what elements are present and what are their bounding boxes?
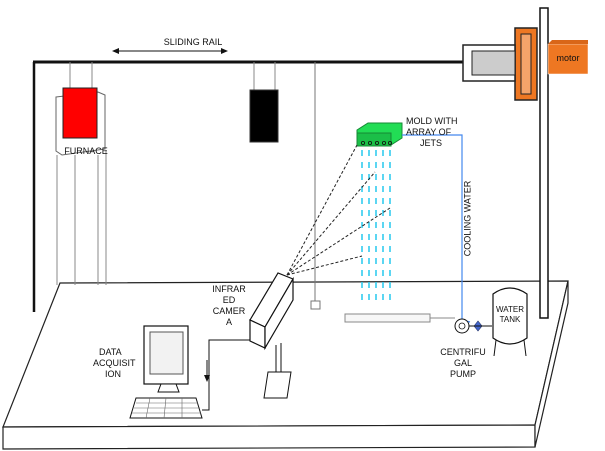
infrared-camera (249, 272, 294, 399)
data-acquisition-label: DATA ACQUISIT ION (93, 347, 143, 380)
infrared-camera-label-line-2: ED (222, 295, 236, 305)
camera-sight-lines (286, 144, 391, 276)
data-acquisition-label-line-3: ION (105, 369, 122, 379)
water-jets (361, 150, 391, 305)
furnace-block (62, 87, 98, 139)
centrifugal-pump-label: CENTRIFU GAL PUMP (440, 347, 486, 380)
hanging-black-block (249, 62, 279, 143)
centrifugal-pump-label-line-2: GAL (453, 358, 472, 368)
data-acquisition-label-line-2: ACQUISIT (93, 358, 136, 368)
centrifugal-pump-label-line-1: CENTRIFU (440, 347, 486, 357)
water-tank-label-line-1: WATER (496, 305, 524, 314)
computer (129, 325, 250, 419)
mold-block (356, 122, 403, 147)
pump-and-tank (430, 287, 528, 357)
infrared-camera-label: INFRAR ED CAMER A (208, 284, 250, 328)
infrared-camera-label-line-4: A (225, 317, 232, 327)
centrifugal-pump-label-line-3: PUMP (449, 369, 476, 379)
mold-label-line-2: ARRAY OF (406, 127, 452, 137)
gantry-frame (32, 60, 465, 312)
furnace-frame (55, 62, 107, 285)
mold-label-line-1: MOLD WITH (406, 116, 458, 126)
sliding-rail-label: SLIDING RAIL (163, 37, 223, 47)
motor-label: motor (556, 53, 580, 63)
collection-tray (344, 313, 431, 323)
sliding-rail-arrow (112, 48, 228, 54)
data-acquisition-label-line-1: DATA (99, 347, 122, 357)
water-tank-label: WATER TANK (492, 305, 528, 325)
infrared-camera-label-line-3: CAMER (212, 306, 246, 316)
motor-assembly (462, 7, 589, 319)
furnace-label: FURNACE (64, 146, 108, 156)
mold-label-line-3: JETS (420, 138, 443, 148)
mold-label: MOLD WITH ARRAY OF JETS (406, 116, 476, 149)
infrared-camera-label-line-1: INFRAR (212, 284, 246, 294)
cooling-water-label: COOLING WATER (462, 180, 473, 257)
cooling-water-label-wrap: COOLING WATER (448, 181, 488, 257)
water-tank-label-line-2: TANK (499, 315, 521, 324)
